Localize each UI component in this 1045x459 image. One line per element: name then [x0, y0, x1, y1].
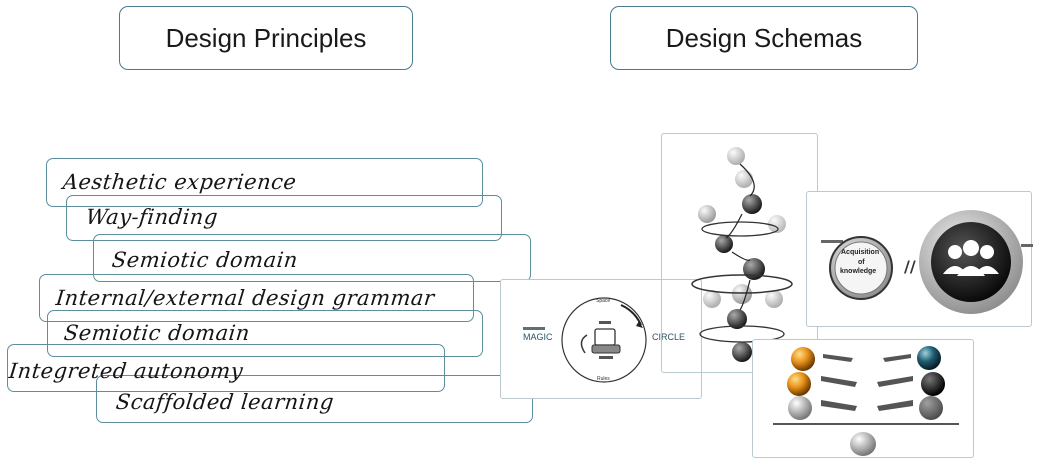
balance-spheres-panel [752, 339, 974, 458]
magic-circle-panel: MAGIC CIRCLE Space Rules [500, 279, 702, 399]
svg-text://: // [904, 257, 916, 276]
principle-way-finding: Way-finding [84, 205, 220, 229]
principle-box-semiotic-1 [93, 234, 531, 282]
principle-box-aesthetic [46, 158, 483, 207]
principle-semiotic-domain-1: Semiotic domain [110, 248, 300, 272]
principle-aesthetic-experience: Aesthetic experience [61, 170, 298, 194]
principle-box-autonomy [7, 344, 445, 392]
principle-scaffolded-learning: Scaffolded learning [114, 390, 336, 414]
spiral-tower-graphic [691, 147, 793, 362]
rules-label: Rules [597, 376, 610, 382]
space-label: Space [596, 298, 611, 304]
acquisition-panel: // Acquisition of knowledge [806, 191, 1033, 327]
principle-semiotic-domain-2: Semiotic domain [62, 321, 252, 345]
circle-label: CIRCLE [652, 332, 686, 342]
acquisition-line-2: of [858, 259, 865, 266]
magic-dash-icon [523, 327, 545, 330]
acquisition-line-1: Acquisition [841, 249, 880, 256]
principle-design-grammar: Internal/external design grammar [54, 286, 436, 310]
design-principles-title: Design Principles [165, 22, 367, 53]
design-principles-header: Design Principles [119, 6, 413, 70]
principle-box-semiotic-2 [47, 310, 483, 357]
magic-label: MAGIC [523, 332, 553, 342]
principle-integrated-autonomy: Integreted autonomy [7, 359, 245, 383]
design-schemas-title: Design Schemas [665, 22, 863, 53]
principle-box-grammar [39, 274, 474, 322]
acquisition-graphic: // [821, 210, 1033, 314]
magic-circle-graphic [561, 297, 647, 383]
balance-spheres-graphic [773, 346, 959, 456]
design-schemas-header: Design Schemas [610, 6, 918, 70]
principle-box-scaffolded [96, 375, 533, 423]
spiral-tower-panel [661, 133, 818, 373]
principle-box-wayfinding [66, 195, 502, 241]
acquisition-line-3: knowledge [840, 268, 877, 275]
